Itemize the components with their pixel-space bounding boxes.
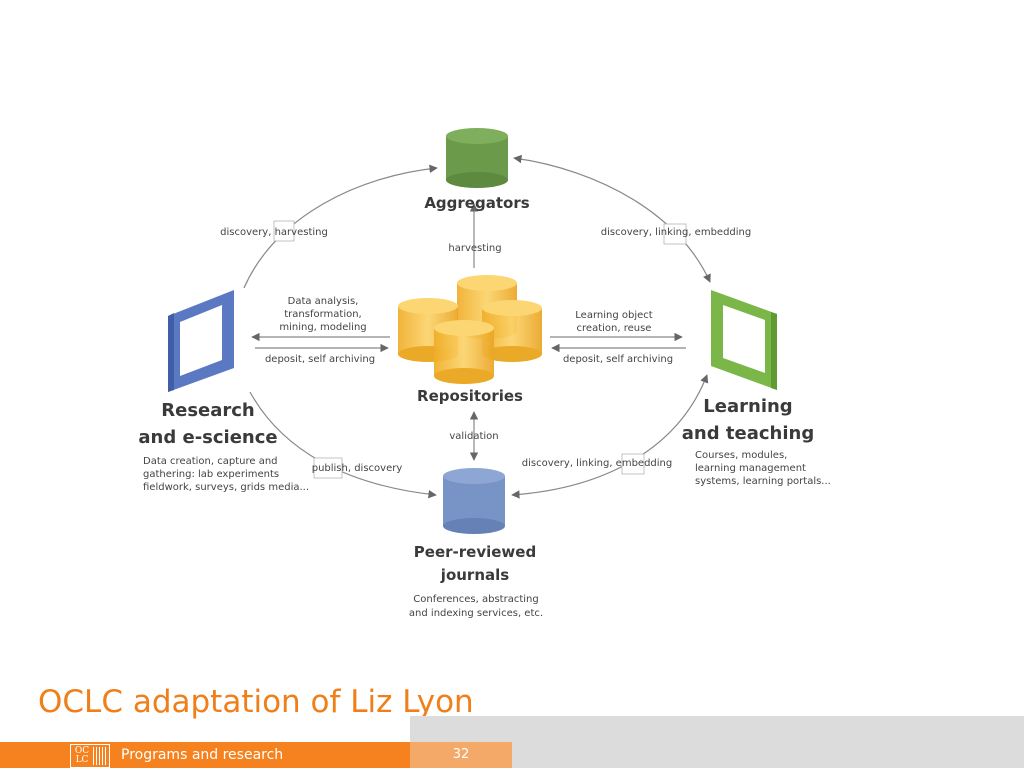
research-title-line2: and e-science <box>138 427 277 448</box>
research-desc-line3: fieldwork, surveys, grids media... <box>143 482 309 493</box>
label-harvesting: harvesting <box>448 243 501 254</box>
footer-grey-band <box>410 716 1024 768</box>
journals-desc-line1: Conferences, abstracting <box>413 594 538 605</box>
journals-desc-line2: and indexing services, etc. <box>409 608 543 619</box>
repositories-title: Repositories <box>417 387 523 405</box>
journals-cylinder-icon <box>443 468 505 534</box>
label-learning-object-line2: creation, reuse <box>577 323 652 334</box>
oclc-logo-text: OC LC <box>74 746 90 765</box>
label-discovery-linking-embedding-top: discovery, linking, embedding <box>601 227 751 238</box>
label-discovery-linking-embedding-bottom: discovery, linking, embedding <box>522 458 672 469</box>
label-discovery-harvesting: discovery, harvesting <box>220 227 328 238</box>
page-number: 32 <box>452 747 470 762</box>
label-data-analysis-line1: Data analysis, <box>288 296 359 307</box>
arc-learning-journals <box>511 374 709 499</box>
slide-caption: OCLC adaptation of Liz Lyon <box>38 684 474 720</box>
research-desc-line2: gathering: lab experiments <box>143 469 279 480</box>
footer-bar <box>0 742 410 768</box>
oclc-logo: OC LC <box>70 744 110 768</box>
oclc-logo-stripes <box>93 747 106 765</box>
learning-title-line1: Learning <box>703 396 792 417</box>
label-deposit-right: deposit, self archiving <box>563 354 673 365</box>
page-number-box: 32 <box>410 742 512 768</box>
learning-desc-line2: learning management <box>695 463 806 474</box>
arc-research-aggregators <box>243 164 438 289</box>
label-validation: validation <box>449 431 498 442</box>
footer-label: Programs and research <box>121 747 284 763</box>
label-learning-object-line1: Learning object <box>575 310 652 321</box>
journals-title-line2: journals <box>440 566 509 584</box>
research-title-line1: Research <box>161 400 255 421</box>
learning-desc-line3: systems, learning portals... <box>695 476 831 487</box>
aggregators-cylinder-icon <box>446 128 508 188</box>
arc-aggregators-learning <box>513 154 711 283</box>
learning-frame-icon <box>711 290 777 390</box>
label-publish-discovery: publish, discovery <box>312 463 403 474</box>
label-data-analysis-line3: mining, modeling <box>279 322 366 333</box>
label-data-analysis-line2: transformation, <box>284 309 362 320</box>
learning-title-line2: and teaching <box>682 423 814 444</box>
learning-desc-line1: Courses, modules, <box>695 450 787 461</box>
label-deposit-left: deposit, self archiving <box>265 354 375 365</box>
aggregators-title: Aggregators <box>424 194 529 212</box>
journals-title-line1: Peer-reviewed <box>414 543 536 561</box>
repositories-cylinders-icon <box>398 275 542 384</box>
research-frame-icon <box>168 290 234 392</box>
research-desc-line1: Data creation, capture and <box>143 456 278 467</box>
